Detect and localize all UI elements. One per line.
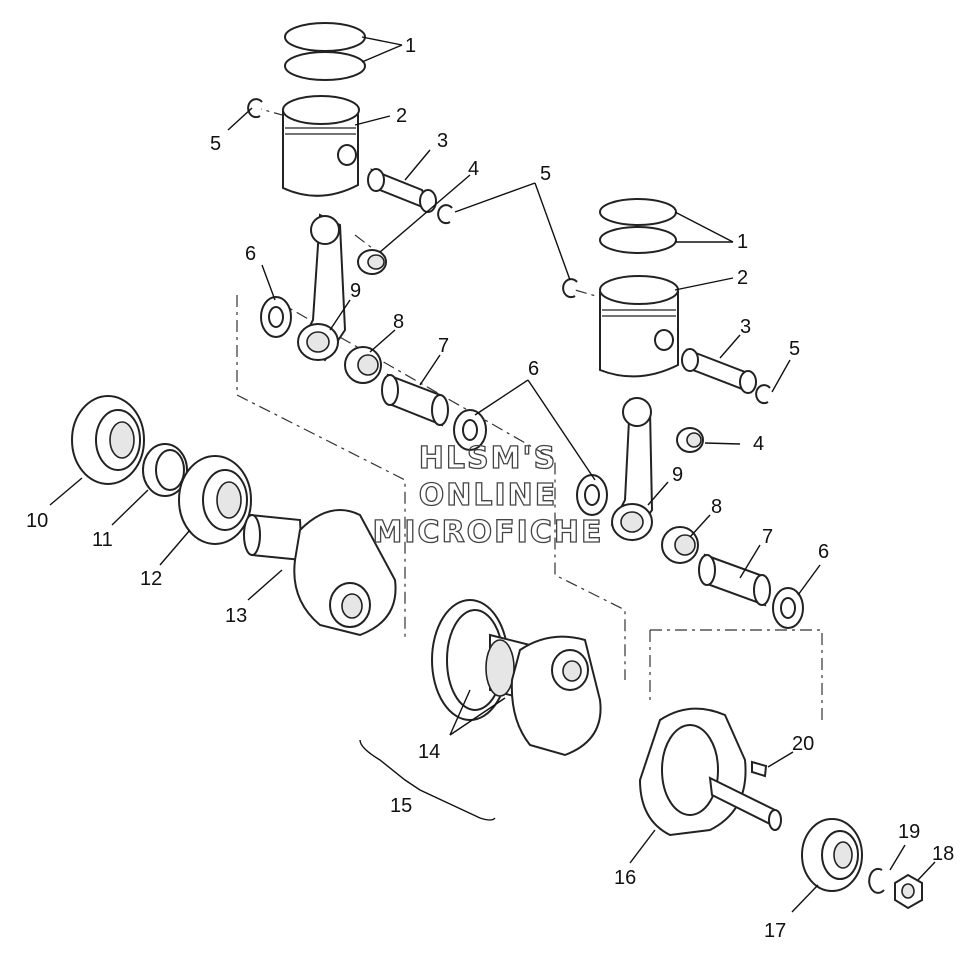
callout-17: 17 [764,920,786,942]
assembly-bracket [359,739,496,821]
callout-13: 13 [225,605,247,627]
crank-pin-upper [381,373,449,427]
callout-12: 12 [140,568,162,590]
callout-7-right: 7 [762,526,773,548]
main-bearing-right [801,818,863,892]
callout-20: 20 [792,733,814,755]
callout-6-middle: 6 [528,358,539,380]
connecting-rod-right [610,397,654,542]
callout-15: 15 [390,795,412,817]
callout-10: 10 [26,510,48,532]
circlip-right-upper [562,278,578,299]
needle-bearing-large-right [661,526,699,564]
piston-rings-upper [284,22,366,81]
needle-bearing-large-upper [344,346,382,384]
callout-8-right: 8 [711,496,722,518]
callout-3-right: 3 [740,316,751,338]
thrust-washer-upper-left [260,296,292,338]
callout-9-upper: 9 [350,280,361,302]
watermark-line-2: ONLINE [419,478,558,513]
main-bearing-left [71,395,145,485]
callout-1-upper: 1 [405,35,416,57]
callout-18: 18 [932,843,954,865]
connecting-rod-upper [297,213,347,362]
callout-1-right: 1 [737,231,748,253]
callout-7-upper: 7 [438,335,449,357]
main-bearing-second [178,455,252,545]
callout-14: 14 [418,741,440,763]
callout-5-upper-left: 5 [210,133,221,155]
crank-half-left [243,509,397,637]
circlip-upper-left [247,98,263,119]
callout-5-right: 5 [789,338,800,360]
callout-5-middle: 5 [540,163,551,185]
crank-pin-right [698,553,771,607]
crank-half-right [638,707,782,837]
leader-lines [49,36,936,913]
callout-2-right: 2 [737,267,748,289]
watermark-line-1: HLSM'S [419,441,557,476]
needle-bearing-small-upper [357,249,387,275]
callout-4-right: 4 [753,433,764,455]
piston-pin-upper [367,168,437,213]
callout-9-right: 9 [672,464,683,486]
spacer-ring [142,443,188,497]
crankshaft-nut [894,873,923,910]
callout-6-upper-left: 6 [245,243,256,265]
callout-11: 11 [92,529,113,551]
callout-2-upper: 2 [396,105,407,127]
callout-4-upper: 4 [468,158,479,180]
thrust-washer-right-upper [576,474,608,516]
callout-19: 19 [898,821,920,843]
lock-washer [868,867,885,894]
callout-8-upper: 8 [393,311,404,333]
needle-bearing-small-right [676,427,704,453]
piston-rings-right [599,198,677,254]
piston-right [599,275,679,378]
assembly-guide-lines [236,105,823,720]
crank-center-section [431,599,602,757]
watermark: HLSM'S ONLINE MICROFICHE [372,440,604,550]
woodruff-key [751,760,768,778]
callout-labels: 1 2 5 3 4 5 6 9 8 7 6 1 2 3 5 4 9 8 7 6 … [26,35,954,942]
circlip-right-lower [755,384,771,405]
circlip-upper-mid [437,204,453,225]
callout-16: 16 [614,867,636,889]
thrust-washer-right-lower [772,587,804,629]
piston-upper [282,95,360,197]
piston-pin-right [681,348,757,394]
callout-3-upper: 3 [437,130,448,152]
callout-6-right: 6 [818,541,829,563]
watermark-line-3: MICROFICHE [373,515,604,550]
thrust-washer-middle [453,409,487,451]
